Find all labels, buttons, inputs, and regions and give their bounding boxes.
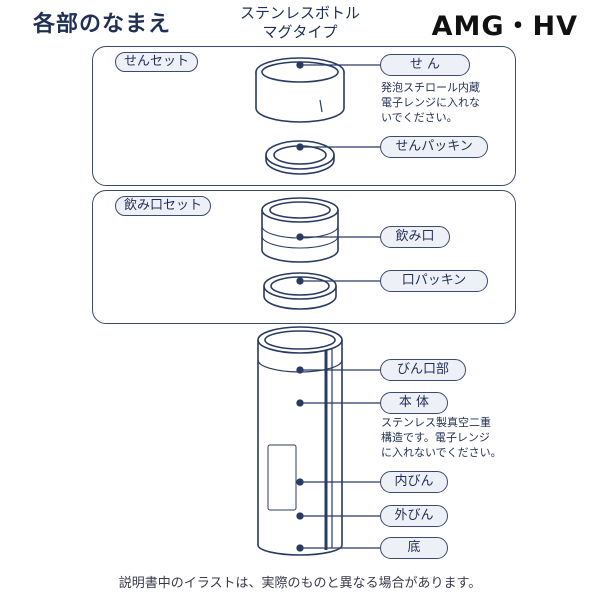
label-body: 本 体 [380, 392, 448, 414]
footer-disclaimer: 説明書中のイラストは、実際のものと異なる場合があります。 [118, 576, 482, 591]
page-title: 各部のなまえ [33, 12, 172, 37]
cap-note: 発泡スチロール内蔵 電子レンジに入れな いでください。 [381, 80, 480, 125]
label-inner-bottle: 内びん [380, 471, 448, 493]
mouth-set-box [92, 190, 516, 324]
body-note: ステンレス製真空二重 構造です。電子レンジ に入れないでください。 [381, 415, 502, 460]
mouth-set-tab: 飲み口セット [115, 196, 212, 216]
cap-note-line-3: いでください。 [381, 111, 458, 124]
body-note-line-2: 構造です。電子レンジ [381, 431, 490, 444]
label-mouth-packing: 口パッキン [380, 270, 488, 292]
label-bottle-mouth: びん口部 [380, 359, 466, 381]
label-cap: せ ん [380, 54, 470, 76]
label-outer-bottle: 外びん [380, 505, 448, 527]
body-note-line-1: ステンレス製真空二重 [381, 416, 491, 429]
subtitle-line-1: ステンレスボトル [239, 4, 360, 22]
cap-note-line-2: 電子レンジに入れな [381, 96, 480, 109]
product-subtitle: ステンレスボトル マグタイプ [0, 4, 600, 42]
model-number: AMG・HV [431, 11, 578, 42]
mouthpiece-drawing [261, 197, 339, 263]
label-mouthpiece: 飲み口 [380, 226, 450, 248]
mouth-packing-drawing [263, 272, 337, 310]
bottle-body-drawing [257, 326, 343, 556]
cap-note-line-1: 発泡スチロール内蔵 [381, 81, 480, 94]
subtitle-line-2: マグタイプ [262, 23, 338, 41]
body-note-line-3: に入れないでください。 [381, 446, 502, 459]
label-cap-packing: せんパッキン [380, 136, 488, 158]
label-bottom: 底 [380, 537, 448, 559]
cap-set-tab: せんセット [115, 52, 199, 72]
